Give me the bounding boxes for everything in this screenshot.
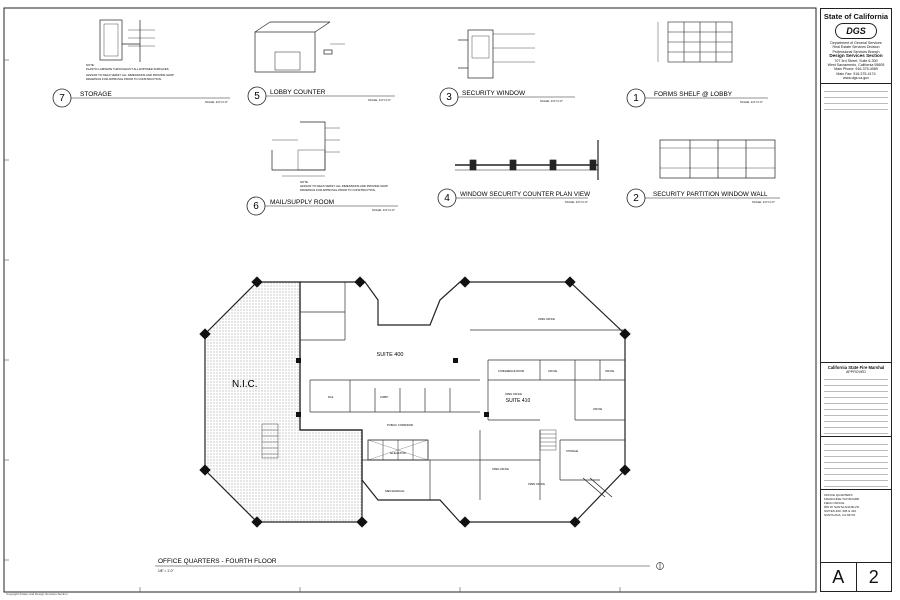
detail-storage (52, 19, 230, 108)
division: Real Estate Services Division (832, 45, 880, 50)
border-ticks (4, 59, 621, 592)
interior-walls (300, 282, 625, 500)
detail-partition-wall (626, 139, 780, 208)
detail-title-counter-plan: WINDOW SECURITY COUNTER PLAN VIEW (460, 191, 590, 198)
detail-title-lobby-counter: LOBBY COUNTER (270, 89, 326, 96)
detail-security-window (439, 29, 575, 107)
room-label-open-office-2: OPEN OFFICE (505, 393, 522, 396)
sheet-border (3, 7, 817, 593)
project-contacts (821, 86, 891, 110)
room-label-open-office-1: OPEN OFFICE (538, 318, 555, 321)
detail-scale-mail: SCALE: 1/4"=1'-0" (372, 208, 395, 212)
project-line-2: FRANCHISE TAX BOARD (824, 496, 860, 501)
suite-400-label: SUITE 400 (377, 352, 404, 358)
detail-number-7: 7 (59, 93, 65, 104)
room-label-open-office-3: OPEN OFFICE (492, 468, 509, 471)
room-label-file: FILE (328, 396, 334, 399)
room-label-office-2: OFFICE (605, 370, 614, 373)
city: West Sacramento, California 95605 (827, 63, 885, 68)
room-label-office-1: OFFICE (548, 370, 557, 373)
detail-number-5: 5 (254, 91, 260, 102)
mail-note-heading: NOTE: (300, 180, 309, 184)
title-block: State of California DGS Department of Ge… (820, 8, 892, 592)
project-line-5: SUITES 400, 405 & 410 (824, 508, 857, 513)
detail-number-4: 4 (444, 193, 450, 204)
revision-lines (821, 439, 891, 487)
detail-scale-forms: SCALE: 1/4"=1'-0" (740, 100, 763, 104)
detail-title-forms-shelf: FORMS SHELF @ LOBBY (654, 91, 733, 98)
room-label-conference: CONFERENCE ROOM (498, 370, 524, 373)
storage-note-1: PLASTIC LAMINATE THROUGHOUT ALL EXPOSED … (86, 67, 169, 71)
detail-title-mail-supply: MAIL/SUPPLY ROOM (270, 199, 334, 206)
approval-lines (821, 374, 891, 434)
plan-scale: 1/8" = 1'-0" (158, 569, 174, 573)
storage-note-heading: NOTE: (86, 63, 95, 67)
floor-plan (199, 276, 631, 528)
approval-status: APPROVED (846, 369, 866, 374)
suite-400-outline (299, 281, 626, 523)
stair-left (261, 423, 279, 459)
detail-number-6: 6 (253, 201, 259, 212)
detail-scale-lobby: SCALE: 1/4"=1'-0" (368, 98, 391, 102)
approval-title: California State Fire Marshal (827, 364, 885, 370)
detail-number-2: 2 (633, 193, 639, 204)
storage-note-3: DRAWINGS FOR APPROVAL PRIOR TO CONSTRUCT… (86, 77, 162, 81)
project-description: OFFICE QUARTERS FRANCHISE TAX BOARD FIEL… (821, 492, 891, 518)
dgs-logo-icon: DGS (835, 23, 877, 39)
website: www.dgs.ca.gov (843, 76, 869, 81)
stair-right (539, 429, 557, 451)
detail-window-counter-plan (437, 140, 599, 208)
structural-columns (199, 276, 631, 528)
plan-title: OFFICE QUARTERS - FOURTH FLOOR (158, 558, 277, 565)
detail-scale-security: SCALE: 1/4"=1'-0" (540, 99, 563, 103)
project-line-4: 600 W. SANTA ANA BLVD. (824, 504, 860, 509)
room-label-open-office-4: OPEN OFFICE (528, 483, 545, 486)
detail-title-security-window: SECURITY WINDOW (462, 90, 526, 97)
branch: Professional Services Branch (832, 49, 880, 54)
mechanical-label: MECHANICAL (385, 489, 405, 493)
room-label-lobby: LOBBY (380, 396, 389, 399)
detail-title-storage: STORAGE (80, 91, 112, 98)
detail-mail-supply (246, 121, 398, 216)
room-label-office-3: OFFICE (593, 408, 602, 411)
detail-number-1: 1 (633, 93, 639, 104)
room-label-storage: STORAGE (566, 450, 579, 453)
nic-area (204, 281, 363, 523)
detail-title-partition: SECURITY PARTITION WINDOW WALL (653, 191, 768, 198)
elevator-label: ELEVATOR (390, 451, 406, 455)
department: Department of General Services (830, 41, 882, 45)
storage-note-2: LESSOR TO FIELD VERIFY ALL DIMENSIONS AN… (86, 73, 174, 77)
sheet-number: 2 (855, 563, 892, 591)
mail-note-2: DRAWINGS FOR APPROVAL PRIOR TO CONSTRUCT… (300, 188, 376, 192)
sheet-letter: A (832, 567, 845, 587)
mail-note-1: LESSOR TO FIELD VERIFY ALL DIMENSIONS AN… (300, 184, 388, 188)
project-line-6: SANTA ANA, CA 92701 (824, 512, 856, 517)
state-name: State of California (823, 12, 889, 21)
fax: Main Fax: 916-375-4174 (836, 71, 876, 76)
section: Design Services Section (829, 53, 883, 59)
suite-410-label: SUITE 410 (506, 398, 531, 404)
project-line-3: FIELD OFFICE (824, 500, 845, 505)
sheet-number-box: A 2 (821, 562, 891, 591)
footer-text: Copyright Drawn and Design Services Sect… (6, 592, 68, 596)
detail-scale-counter: SCALE: 1/4"=1'-0" (565, 200, 588, 204)
org-info: Department of General Services Real Esta… (821, 41, 891, 81)
phone: Main Phone: 916-375-4089 (834, 67, 878, 72)
detail-forms-shelf (626, 21, 768, 108)
nic-label: N.I.C. (232, 379, 258, 390)
detail-lobby-counter (247, 21, 395, 106)
project-line-1: OFFICE QUARTERS (824, 492, 853, 497)
address: 707 3rd Street, Suite 6-300 (834, 58, 878, 63)
detail-scale-storage: SCALE: 1/4"=1'-0" (205, 100, 228, 104)
detail-number-3: 3 (446, 92, 452, 103)
corridor-label: PUBLIC CORRIDOR (387, 423, 413, 427)
detail-scale-partition: SCALE: 1/4"=1'-0" (752, 200, 775, 204)
